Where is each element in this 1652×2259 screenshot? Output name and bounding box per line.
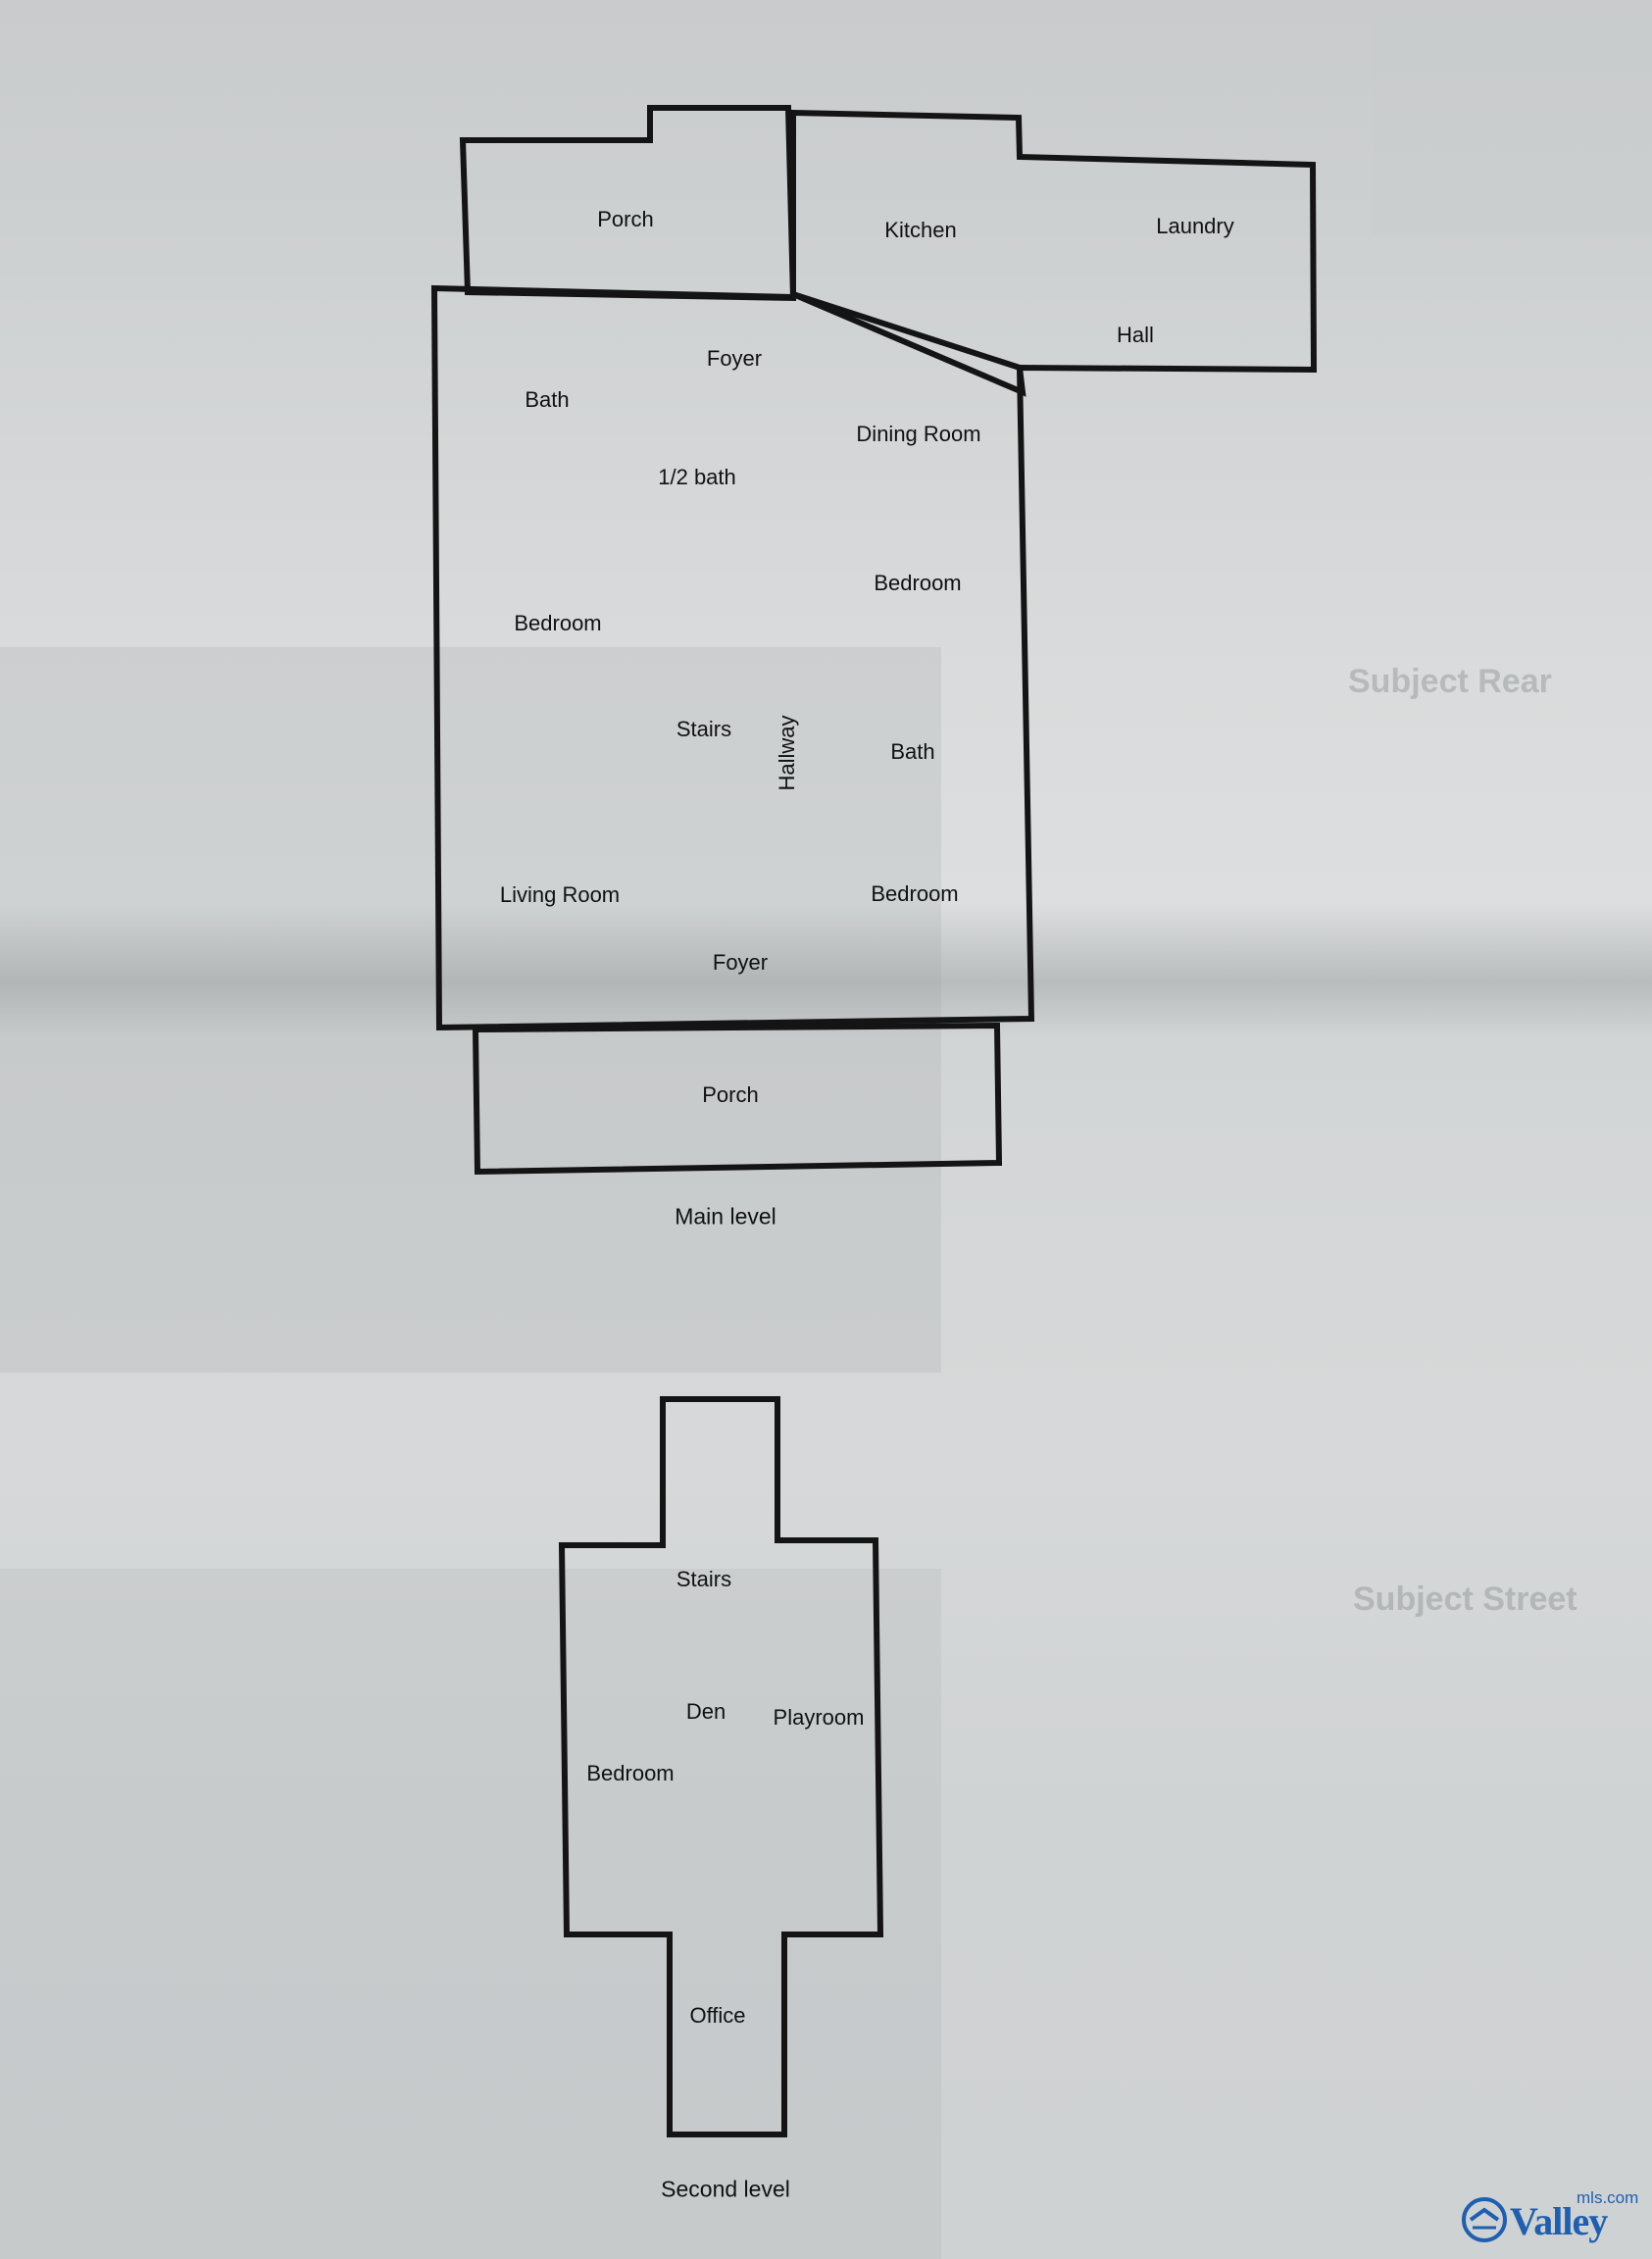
watermark-subject-rear: Subject Rear (1348, 663, 1552, 700)
room-label-hallway: Hallway (775, 715, 799, 791)
room-label-bath-right: Bath (890, 739, 935, 764)
room-label-playroom: Playroom (773, 1705, 865, 1730)
room-label-den: Den (685, 1699, 726, 1724)
main-level-outline (430, 284, 1035, 1031)
room-label-laundry: Laundry (1156, 214, 1234, 238)
logo-brand-text: Valley (1510, 2199, 1608, 2243)
main-level-caption: Main level (675, 1203, 776, 1230)
front-porch-outline (472, 1022, 1003, 1176)
room-label-kitchen: Kitchen (884, 218, 957, 242)
second-level-caption: Second level (661, 2176, 790, 2202)
room-label-bedroom-right-bottom: Bedroom (871, 881, 959, 906)
back-porch-outline (459, 105, 797, 302)
kitchen-laundry-outline (790, 109, 1318, 397)
watermark-subject-street: Subject Street (1353, 1581, 1577, 1618)
room-label-bedroom-second: Bedroom (586, 1761, 675, 1785)
logo-domain-text: mls.com (1577, 2188, 1639, 2207)
room-label-bedroom-right-top: Bedroom (874, 571, 962, 595)
room-label-hall: Hall (1117, 323, 1154, 347)
room-label-dining-room: Dining Room (856, 422, 981, 446)
room-label-bedroom-left: Bedroom (514, 611, 602, 635)
second-level-outline (558, 1396, 884, 2137)
room-label-office: Office (689, 2003, 746, 2028)
room-label-back-porch: Porch (597, 207, 654, 231)
valley-mls-logo-icon (1462, 2197, 1507, 2242)
valley-mls-logo: Valley mls.com (1461, 2188, 1647, 2251)
room-label-stairs-main: Stairs (676, 717, 732, 741)
room-label-half-bath: 1/2 bath (658, 465, 736, 489)
room-label-living-room: Living Room (499, 882, 621, 907)
room-label-front-porch: Porch (702, 1082, 759, 1107)
room-label-foyer-top: Foyer (706, 346, 763, 371)
room-label-stairs-second: Stairs (676, 1567, 732, 1591)
room-label-bath-left: Bath (525, 387, 570, 412)
room-label-foyer-bottom: Foyer (712, 950, 769, 975)
